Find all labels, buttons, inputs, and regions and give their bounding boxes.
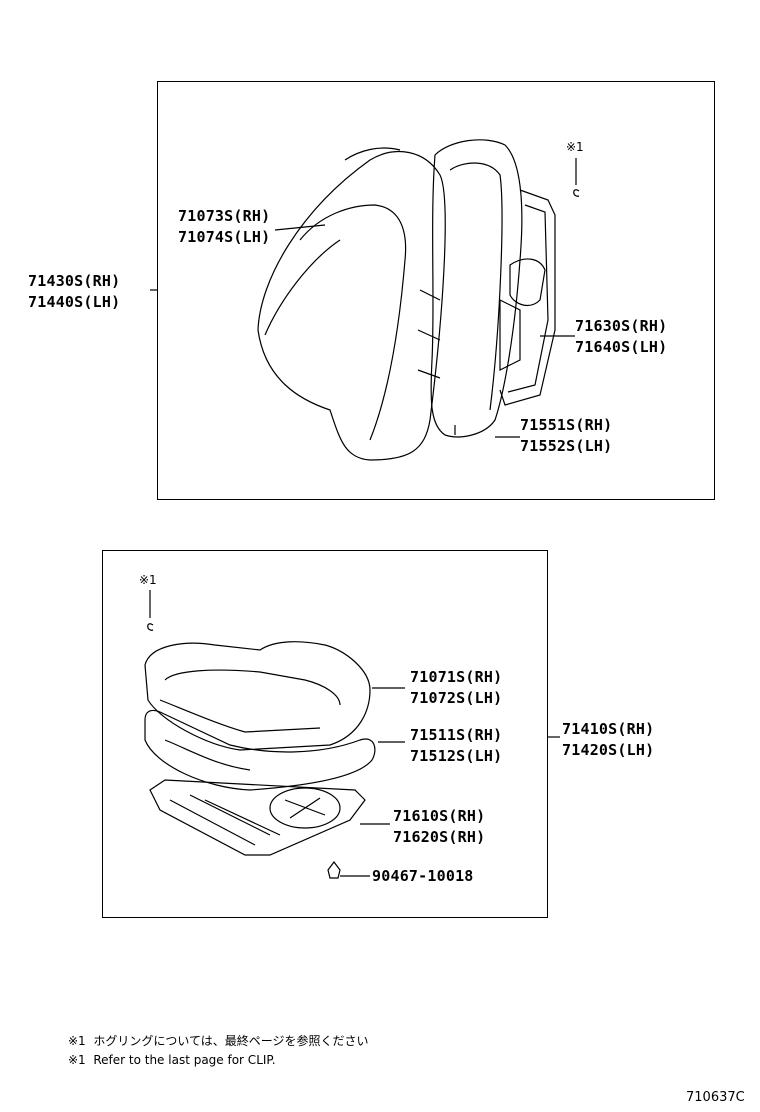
note-jp: ※1 ホグリングについては、最終ページを参照ください bbox=[68, 1032, 369, 1049]
label-upper-pad-lh: 71552S(LH) bbox=[520, 437, 613, 455]
note-en-mark: ※1 bbox=[68, 1053, 86, 1067]
clip-symbol-lower bbox=[147, 623, 154, 631]
label-upper-cover-rh: 71073S(RH) bbox=[178, 207, 271, 225]
note-en-text: Refer to the last page for CLIP. bbox=[93, 1053, 276, 1067]
cushion-frame-drawing bbox=[149, 779, 366, 856]
label-upper-frame-rh: 71630S(RH) bbox=[575, 317, 668, 335]
label-upper-assembly-lh: 71440S(LH) bbox=[28, 293, 121, 311]
label-lower-cover-rh: 71071S(RH) bbox=[410, 668, 503, 686]
leader-cover bbox=[274, 224, 326, 231]
label-lower-pad-rh: 71511S(RH) bbox=[410, 726, 503, 744]
figure-id: 710637C bbox=[686, 1090, 745, 1105]
seatback-pad-drawing bbox=[430, 139, 523, 438]
label-lower-frame-2: 71620S(RH) bbox=[393, 828, 486, 846]
clip-mark-lower: ※1 bbox=[139, 573, 157, 587]
label-lower-cover-lh: 71072S(LH) bbox=[410, 689, 503, 707]
bolt-symbol bbox=[327, 861, 341, 879]
label-lower-assembly-lh: 71420S(LH) bbox=[562, 741, 655, 759]
label-lower-pad-lh: 71512S(LH) bbox=[410, 747, 503, 765]
label-upper-assembly-rh: 71430S(RH) bbox=[28, 272, 121, 290]
seatback-frame-drawing bbox=[417, 189, 556, 406]
cushion-pad-drawing bbox=[144, 709, 376, 791]
seatback-box bbox=[157, 81, 715, 500]
clip-mark-upper: ※1 bbox=[566, 140, 584, 154]
label-lower-bolt: 90467-10018 bbox=[372, 867, 474, 885]
note-jp-text: ホグリングについては、最終ページを参照ください bbox=[93, 1034, 369, 1048]
seatback-cover-drawing bbox=[257, 147, 446, 461]
label-upper-frame-lh: 71640S(LH) bbox=[575, 338, 668, 356]
label-lower-frame-rh: 71610S(RH) bbox=[393, 807, 486, 825]
label-upper-pad-rh: 71551S(RH) bbox=[520, 416, 613, 434]
note-en: ※1 Refer to the last page for CLIP. bbox=[68, 1053, 276, 1067]
clip-symbol-upper bbox=[573, 189, 580, 197]
label-lower-assembly-rh: 71410S(RH) bbox=[562, 720, 655, 738]
label-upper-cover-lh: 71074S(LH) bbox=[178, 228, 271, 246]
cushion-cover-drawing bbox=[144, 641, 371, 751]
cushion-box bbox=[102, 550, 548, 918]
note-jp-mark: ※1 bbox=[68, 1034, 86, 1048]
